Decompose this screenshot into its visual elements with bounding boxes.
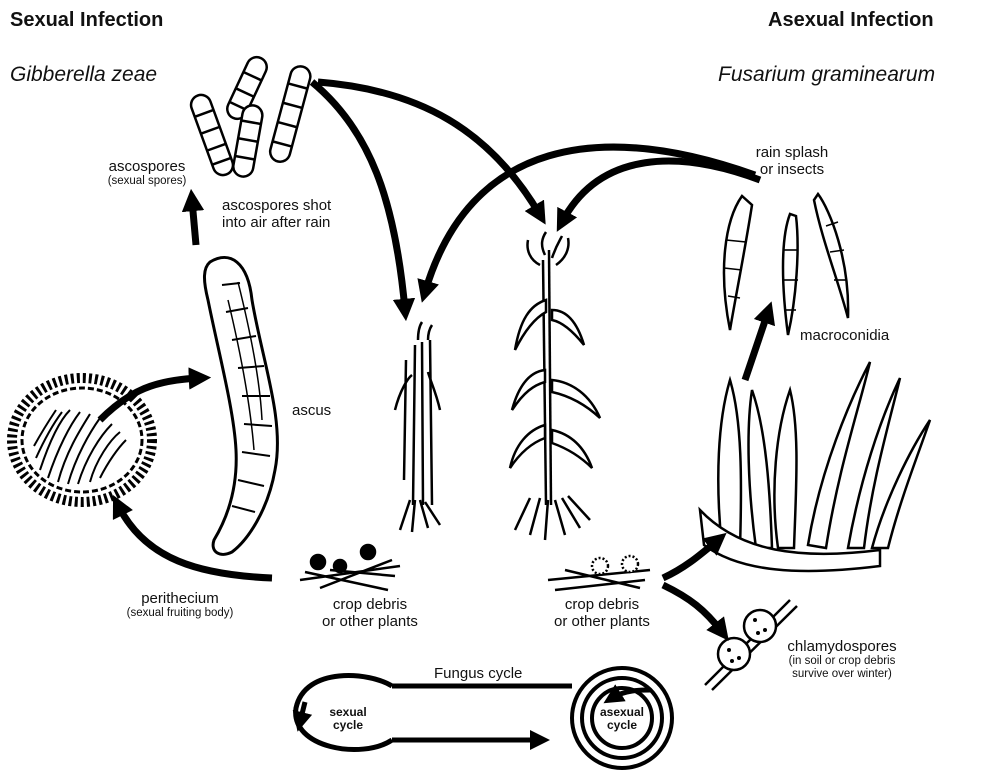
sexual-infection-title: Sexual Infection: [10, 9, 163, 32]
ascospores-text: ascospores: [92, 158, 202, 175]
perithecium-subtext: (sexual fruiting body): [100, 607, 260, 620]
fungus-cycle-label: Fungus cycle: [434, 665, 522, 682]
crop-debris-left-label: crop debris or other plants: [305, 596, 435, 630]
macroconidia-illustration: [724, 194, 848, 335]
asexual-cycle-line2: cycle: [592, 719, 652, 732]
ascospores-shot-label: ascospores shot into air after rain: [222, 197, 331, 231]
ascospores-label: ascospores (sexual spores): [92, 158, 202, 188]
perithecium-label: perithecium (sexual fruiting body): [100, 590, 260, 620]
shot-line-2: into air after rain: [222, 214, 331, 231]
sexual-species-name: Gibberella zeae: [10, 63, 157, 87]
arrow-to-macroconidia: [745, 312, 768, 380]
arrow-ascospores-to-seedling: [312, 82, 405, 310]
conidiophores-illustration: [700, 362, 930, 571]
ascospores-illustration: [188, 54, 312, 178]
arrow-debris-to-conidia: [663, 540, 718, 578]
rain-line-2: or insects: [742, 161, 842, 178]
arrow-ascospores-to-corn: [318, 82, 540, 215]
asexual-species-name: Fusarium graminearum: [718, 63, 935, 87]
arrow-rain-to-seedling: [425, 147, 755, 292]
crop-debris-left-line1: crop debris: [305, 596, 435, 613]
crop-debris-left-illustration: [300, 545, 400, 590]
chlamydospores-subtext-1: (in soil or crop debris: [768, 655, 916, 668]
asexual-infection-title: Asexual Infection: [768, 9, 934, 32]
ascus-illustration: [204, 258, 277, 555]
ascus-label: ascus: [292, 402, 331, 419]
crop-debris-right-label: crop debris or other plants: [537, 596, 667, 630]
arrow-rain-to-corn: [562, 161, 760, 222]
crop-debris-left-line2: or other plants: [305, 613, 435, 630]
mature-corn-illustration: [510, 232, 600, 540]
arrow-debris-to-chlamydospores: [663, 585, 722, 632]
asexual-cycle-label: asexual cycle: [592, 706, 652, 732]
arrow-ascus-to-ascospores: [192, 200, 196, 245]
sexual-cycle-label: sexual cycle: [318, 706, 378, 732]
corn-seedling-illustration: [395, 322, 440, 532]
chlamydospores-text: chlamydospores: [768, 638, 916, 655]
chlamydospores-label: chlamydospores (in soil or crop debris s…: [768, 638, 916, 681]
shot-line-1: ascospores shot: [222, 197, 331, 214]
rain-splash-label: rain splash or insects: [742, 144, 842, 178]
perithecium-text: perithecium: [100, 590, 260, 607]
crop-debris-right-illustration: [548, 556, 650, 590]
chlamydospores-subtext-2: survive over winter): [768, 668, 916, 681]
crop-debris-right-line1: crop debris: [537, 596, 667, 613]
sexual-cycle-line2: cycle: [318, 719, 378, 732]
macroconidia-label: macroconidia: [800, 327, 889, 344]
ascospores-subtext: (sexual spores): [92, 175, 202, 188]
rain-line-1: rain splash: [742, 144, 842, 161]
crop-debris-right-line2: or other plants: [537, 613, 667, 630]
